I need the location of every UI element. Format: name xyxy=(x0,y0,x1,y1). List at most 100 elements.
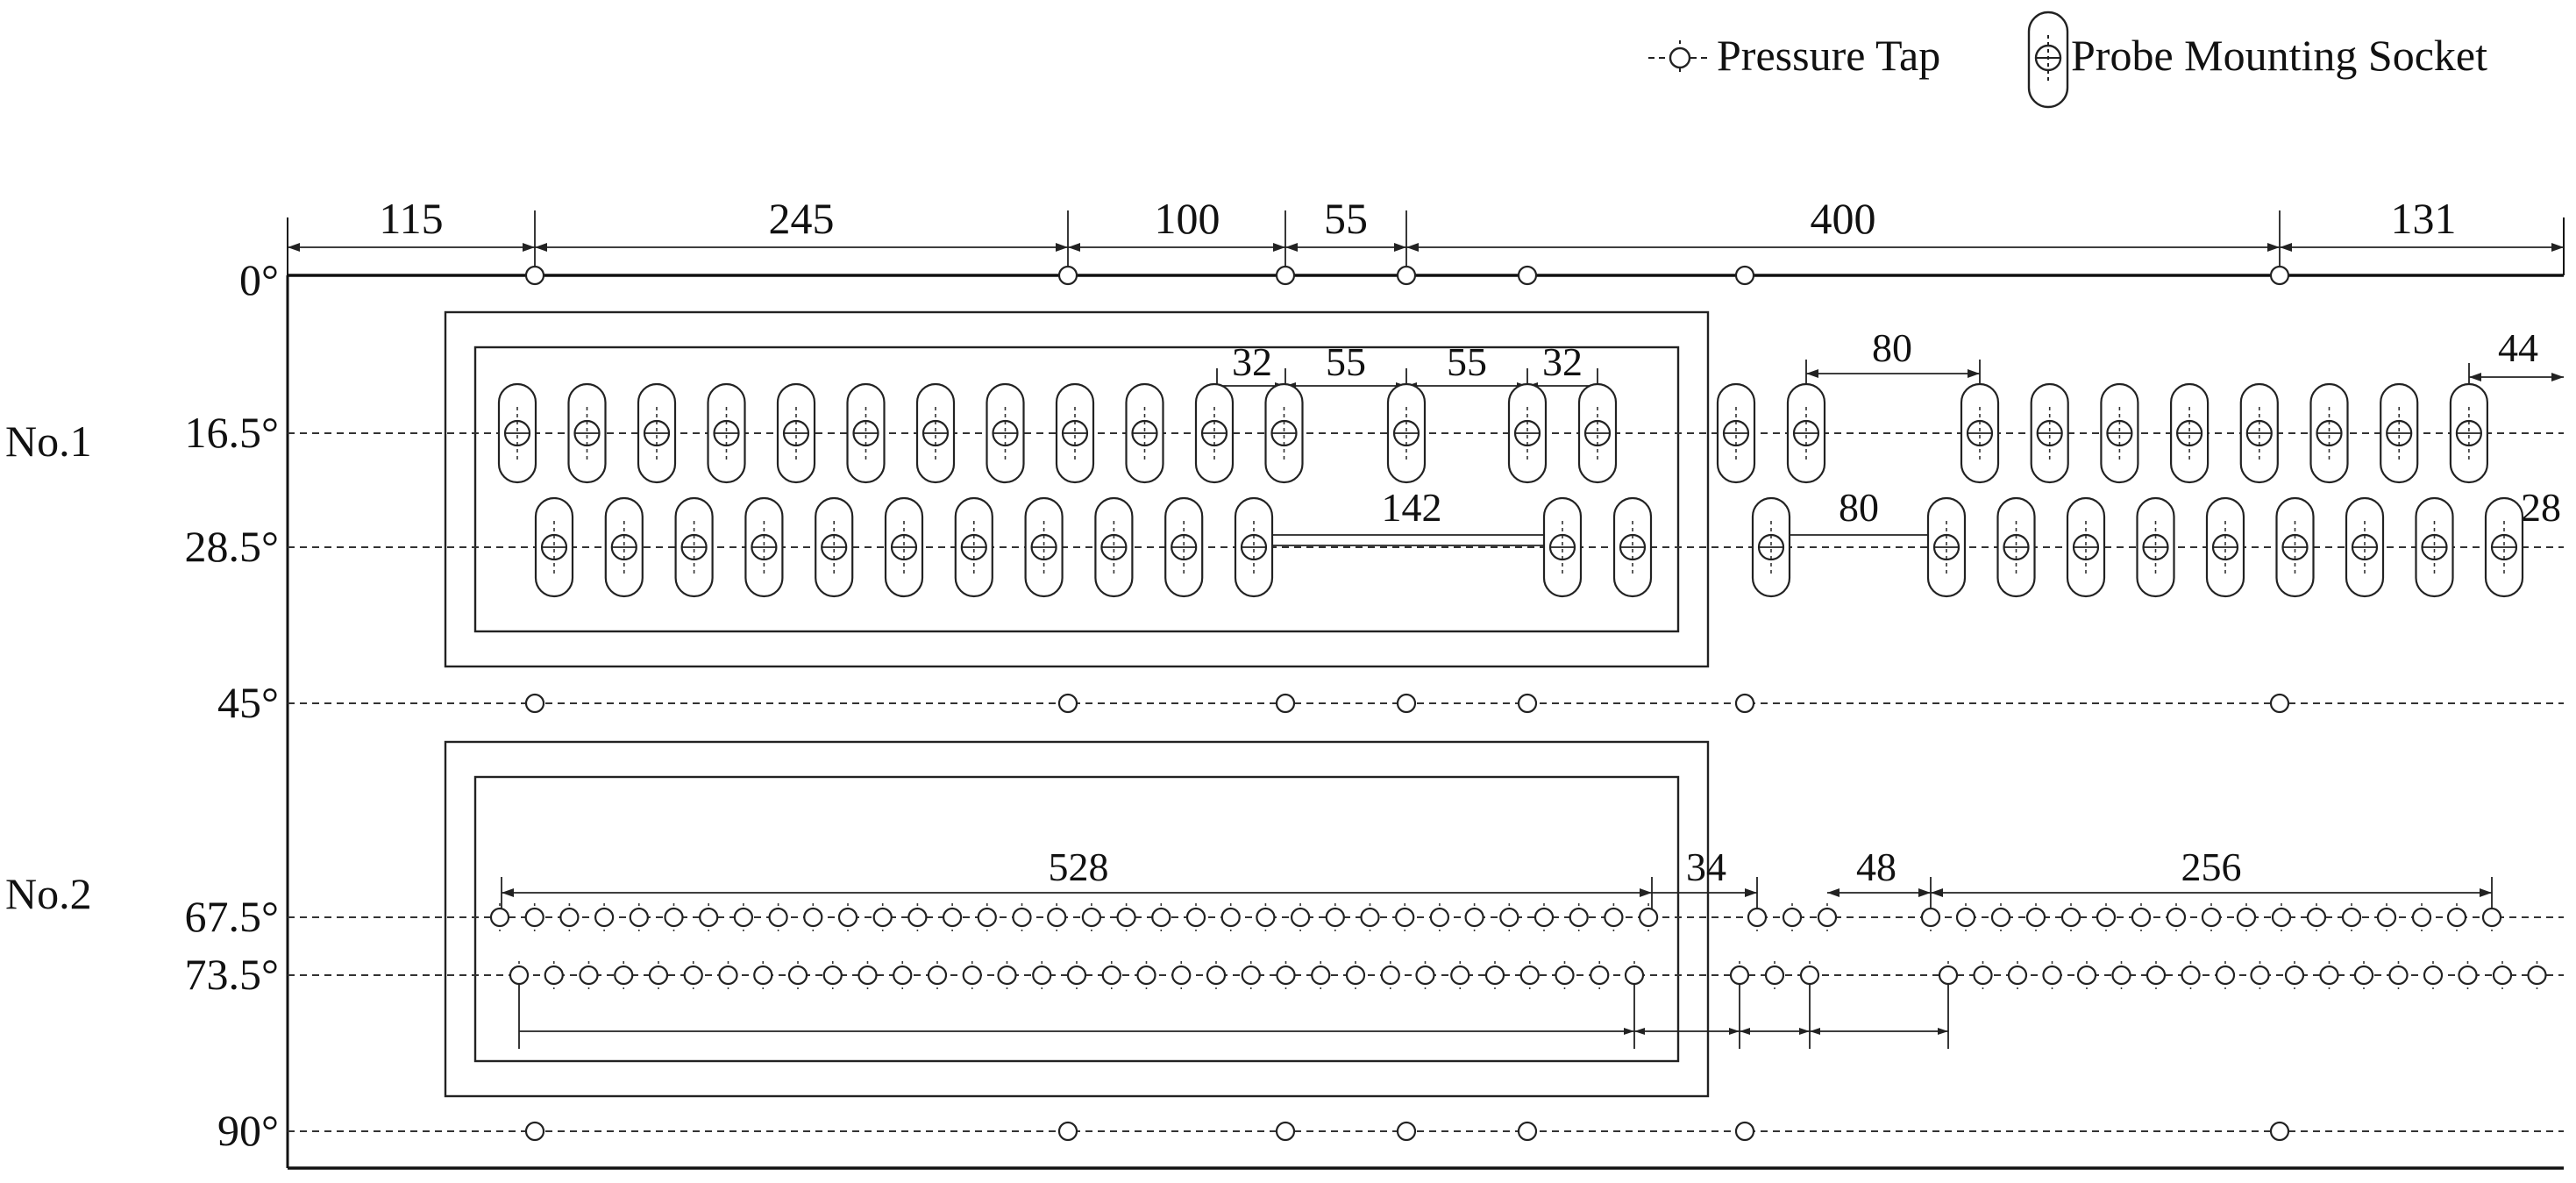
group-label-no2: No.2 xyxy=(5,869,92,918)
probe-socket-row-16-5-25 xyxy=(2449,382,2488,484)
pressure-tap-row-67-5-52 xyxy=(2411,903,2432,931)
probe-socket-row-28-5-16 xyxy=(1996,496,2036,598)
pressure-tap-row-73-5-2 xyxy=(544,961,564,989)
pressure-tap-row-67-5-46 xyxy=(2201,903,2222,931)
dim-no1-142: 142 xyxy=(1382,485,1442,530)
pressure-tap-row-67-5-45 xyxy=(2166,903,2187,931)
pressure-tap-row-73-5-43 xyxy=(2145,961,2167,989)
probe-socket-row-16-5-19 xyxy=(2030,382,2069,484)
pressure-tap-row-73-5-6 xyxy=(683,961,703,989)
pressure-tap-row-67-5-54 xyxy=(2481,903,2502,931)
pressure-tap-row-67-5-27 xyxy=(1395,903,1415,931)
probe-socket-row-16-5-5 xyxy=(776,382,816,484)
pressure-tap-row-73-5-41 xyxy=(2076,961,2097,989)
dim-top-115: 115 xyxy=(379,194,443,243)
pressure-tap-row-67-5-19 xyxy=(1116,903,1136,931)
pressure-tap-row-73-5-32 xyxy=(1590,961,1610,989)
pressure-tap-row-73-5-52 xyxy=(2458,961,2478,989)
pressure-tap-row-73-5-46 xyxy=(2250,961,2270,989)
pressure-tap-row-45-6 xyxy=(1734,693,1755,714)
probe-socket-row-16-5-18 xyxy=(1960,382,2000,484)
pressure-tap-row-73-5-10 xyxy=(822,961,843,989)
pressure-tap-row-67-5-9 xyxy=(768,903,788,931)
pressure-tap-row-67-5-51 xyxy=(2376,903,2397,931)
pressure-tap-row-73-5-7 xyxy=(718,961,738,989)
probe-socket-row-28-5-3 xyxy=(674,496,714,598)
dim-no1-28: 28 xyxy=(2521,485,2561,530)
pressure-tap-row-67-5-30 xyxy=(1499,903,1519,931)
pressure-tap-row-73-5-9 xyxy=(787,961,808,989)
probe-socket-row-16-5-7 xyxy=(915,382,956,484)
pressure-tap-row-73-5-25 xyxy=(1345,961,1366,989)
probe-socket-row-28-5-7 xyxy=(954,496,993,598)
pressure-tap-row-73-5-31 xyxy=(1555,961,1575,989)
pressure-tap-row-90-7 xyxy=(2269,1121,2290,1142)
group-label-no1: No.1 xyxy=(5,417,92,466)
pressure-tap-row-67-5-12 xyxy=(872,903,893,931)
probe-socket-row-28-5-23 xyxy=(2484,496,2524,598)
pressure-tap-row-45-3 xyxy=(1275,693,1296,714)
row-label-0: 0° xyxy=(239,255,279,304)
pressure-tap-row-73-5-48 xyxy=(2319,961,2339,989)
pressure-tap-row-67-5-8 xyxy=(733,903,754,931)
row-label-73-5: 73.5° xyxy=(185,950,280,999)
probe-socket-row-28-5-6 xyxy=(884,496,924,598)
probe-socket-row-28-5-11 xyxy=(1234,496,1274,598)
pressure-tap-row-73-5-17 xyxy=(1066,961,1087,989)
pressure-tap-row-67-5-4 xyxy=(594,903,615,931)
pressure-tap-row-67-5-40 xyxy=(1990,903,2011,931)
pressure-tap-row-45-2 xyxy=(1057,693,1078,714)
pressure-tap-row-73-5-33 xyxy=(1624,961,1645,989)
probe-socket-row-16-5-4 xyxy=(707,382,746,484)
pressure-tap-row-73-5-40 xyxy=(2042,961,2062,989)
pressure-tap-row-0-1 xyxy=(524,265,545,286)
pressure-tap-row-73-5-21 xyxy=(1206,961,1227,989)
no1-mounting-plate xyxy=(444,310,1710,668)
dim-no2-34: 34 xyxy=(1686,844,1726,889)
probe-socket-row-16-5-10 xyxy=(1125,382,1164,484)
pressure-tap-row-73-5-47 xyxy=(2284,961,2305,989)
dim-no1-80b: 80 xyxy=(1839,485,1879,530)
pressure-tap-row-67-5-5 xyxy=(629,903,649,931)
pressure-tap-row-67-5-28 xyxy=(1429,903,1450,931)
probe-socket-row-16-5-8 xyxy=(986,382,1025,484)
probe-socket-legend-label: Probe Mounting Socket xyxy=(2071,31,2487,80)
pressure-tap-row-67-5-13 xyxy=(907,903,928,931)
dim-no1-32b: 32 xyxy=(1542,339,1583,384)
dim-top-131: 131 xyxy=(2391,194,2457,243)
pressure-tap-row-73-5-27 xyxy=(1415,961,1435,989)
pressure-tap-row-67-5-17 xyxy=(1047,903,1067,931)
pressure-tap-row-67-5-15 xyxy=(977,903,997,931)
pressure-tap-row-73-5-26 xyxy=(1380,961,1400,989)
pressure-tap-row-73-5-28 xyxy=(1450,961,1470,989)
pressure-tap-row-73-5-18 xyxy=(1101,961,1121,989)
pressure-tap-row-73-5-51 xyxy=(2423,961,2444,989)
probe-socket-row-28-5-12 xyxy=(1542,496,1583,598)
probe-socket-legend-icon xyxy=(2027,11,2069,109)
probe-socket-row-28-5-17 xyxy=(2066,496,2106,598)
dim-no2-528: 528 xyxy=(1049,844,1109,889)
pressure-tap-row-73-5-23 xyxy=(1276,961,1296,989)
pressure-tap-row-67-5-26 xyxy=(1360,903,1380,931)
pressure-tap-row-67-5-10 xyxy=(803,903,823,931)
dim-no1-55b: 55 xyxy=(1447,339,1487,384)
pressure-tap-row-73-5-3 xyxy=(579,961,599,989)
pressure-tap-row-67-5-48 xyxy=(2271,903,2292,931)
probe-socket-row-28-5-20 xyxy=(2275,496,2315,598)
pressure-tap-row-67-5-47 xyxy=(2236,903,2257,931)
probe-socket-row-28-5-13 xyxy=(1612,496,1653,598)
probe-socket-row-16-5-14 xyxy=(1507,382,1548,484)
pressure-tap-row-0-6 xyxy=(1734,265,1755,286)
probe-socket-row-16-5-13 xyxy=(1386,382,1427,484)
pressure-tap-row-90-4 xyxy=(1396,1121,1417,1142)
pressure-tap-row-67-5-1 xyxy=(489,903,510,931)
pressure-tap-row-67-5-21 xyxy=(1185,903,1206,931)
pressure-tap-row-73-5-49 xyxy=(2353,961,2374,989)
pressure-tap-row-67-5-31 xyxy=(1534,903,1555,931)
pressure-tap-row-73-5-35 xyxy=(1764,961,1785,989)
pressure-tap-row-67-5-36 xyxy=(1782,903,1803,931)
pressure-tap-row-73-5-14 xyxy=(962,961,982,989)
pressure-tap-row-73-5-16 xyxy=(1032,961,1052,989)
pressure-tap-legend-label: Pressure Tap xyxy=(1717,31,1940,80)
